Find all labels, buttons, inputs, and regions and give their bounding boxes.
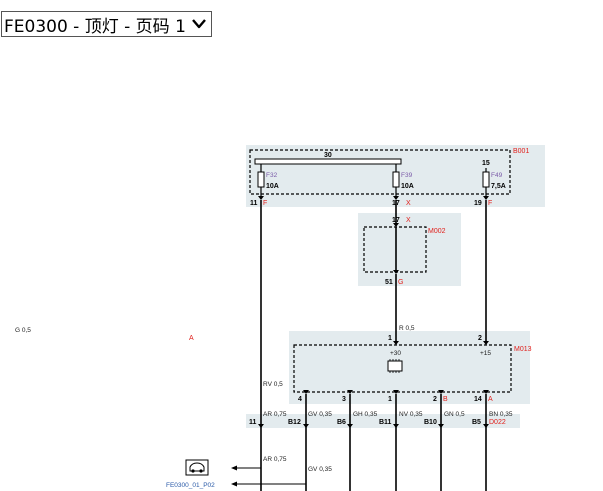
m013-plus15-label: +15 <box>480 350 491 357</box>
chip-icon <box>387 359 403 373</box>
m013-bottom-pin-4: 4 <box>298 396 302 403</box>
m013-box[interactable] <box>293 344 512 393</box>
fuse-f39-id: F39 <box>401 172 413 179</box>
wire-label-gv035: GV 0,35 <box>308 411 332 418</box>
wire-label-r05: R 0,5 <box>399 325 415 332</box>
link-arrow-upper[interactable] <box>231 465 237 471</box>
lower-wire-label-ar075: AR 0,75 <box>263 456 287 463</box>
page-select-value: FE0300 - 顶灯 - 页码 1 <box>4 16 186 37</box>
fuse-f49-id: F49 <box>491 172 503 179</box>
link-arrow-lower[interactable] <box>231 481 237 487</box>
busbar-30 <box>254 158 402 165</box>
wire-set <box>260 200 487 491</box>
d022-pin-b10: B10 <box>424 419 437 426</box>
m002-label[interactable]: M002 <box>428 228 446 235</box>
d022-pin-b12: B12 <box>288 419 301 426</box>
fuse-f32-id: F32 <box>266 172 278 179</box>
wire-label-ar075: AR 0,75 <box>263 411 287 418</box>
d022-label[interactable]: D022 <box>489 419 506 426</box>
b001-pin-19: 19 <box>474 200 482 207</box>
wire-label-g05: G 0,5 <box>15 327 31 334</box>
busbar-30-label: 30 <box>324 152 332 159</box>
fuse-f39-rating: 10A <box>401 183 414 190</box>
b001-pin-19-signal: F <box>488 200 492 207</box>
wire-label-bn035: BN 0,35 <box>489 411 513 418</box>
wire-label-gn05: GN 0,5 <box>444 411 465 418</box>
m013-background <box>289 331 530 404</box>
m002-pin-out-signal: G <box>398 279 403 286</box>
d022-pin-b6: B6 <box>337 419 346 426</box>
b001-pin-11: 11 <box>250 200 258 207</box>
d022-pin-b11: B11 <box>379 419 392 426</box>
page-select-dropdown[interactable]: FE0300 - 顶灯 - 页码 1 <box>1 11 212 37</box>
d022-background <box>246 414 520 428</box>
m013-bottom-pin-2-signal: B <box>443 396 448 403</box>
m013-bottom-pin-14-signal: A <box>488 396 493 403</box>
m002-pin-in-signal: X <box>406 217 411 224</box>
d022-pin-11: 11 <box>249 419 257 426</box>
m013-plus30-label: +30 <box>390 350 401 357</box>
fuse-f32-rating: 10A <box>266 183 279 190</box>
wire-label-gh035: GH 0,35 <box>353 411 378 418</box>
b001-label[interactable]: B001 <box>513 148 529 155</box>
f49-input-label: 15 <box>482 160 490 167</box>
m013-bottom-pin-14: 14 <box>474 396 482 403</box>
fuse-f49[interactable] <box>482 171 490 188</box>
fuse-f32[interactable] <box>257 171 265 188</box>
m013-label[interactable]: M013 <box>514 346 532 353</box>
b001-box[interactable] <box>249 149 511 195</box>
page-link-fe0300-01-p02[interactable]: FE0300_01_P02 <box>166 482 215 489</box>
fuse-f39[interactable] <box>392 171 400 188</box>
m002-pin-out: 51 <box>385 279 393 286</box>
wire-label-nv035: NV 0,35 <box>399 411 423 418</box>
b001-pin-17-signal: X <box>406 200 411 207</box>
m002-background <box>358 213 461 286</box>
lower-wire-label-gv035: GV 0,35 <box>308 466 332 473</box>
wire-label-rv05: RV 0,5 <box>263 381 283 388</box>
stray-label-a: A <box>189 335 194 342</box>
fuse-f49-rating: 7,5A <box>491 183 506 190</box>
b001-pin-11-signal: F <box>263 200 267 207</box>
m013-bottom-pin-3: 3 <box>342 396 346 403</box>
m013-top-pin-1: 1 <box>388 335 392 342</box>
m013-bottom-pin-1: 1 <box>388 396 392 403</box>
chevron-down-icon <box>192 19 206 29</box>
m013-top-pin-2: 2 <box>478 335 482 342</box>
m013-bottom-pin-2: 2 <box>433 396 437 403</box>
car-roof-lamp-icon[interactable] <box>185 459 209 476</box>
d022-pin-b5: B5 <box>472 419 481 426</box>
